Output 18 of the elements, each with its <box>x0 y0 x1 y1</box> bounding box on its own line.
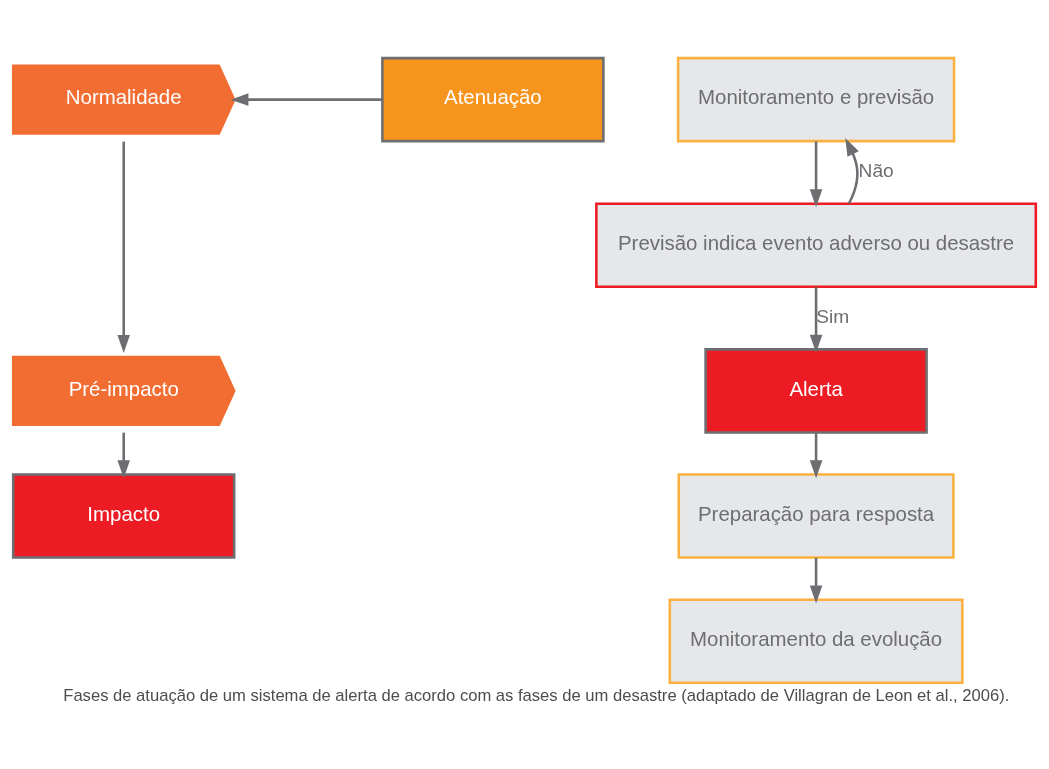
node-box: Atenuação <box>381 56 605 143</box>
caption: Fases de atuação de um sistema de alerta de acordo com as fases de um desastre (adaptado de Villagran de Leon et al., 2006). <box>63 686 1010 706</box>
arrow <box>117 432 130 479</box>
node-box: Impacto <box>11 473 236 559</box>
arrow <box>117 141 130 353</box>
arrow <box>230 93 383 106</box>
node-box: Alerta <box>704 348 928 434</box>
node-box: Previsão indica evento adverso ou desastre <box>595 202 1038 289</box>
edge-label: Não <box>858 159 894 181</box>
arrow <box>845 137 859 205</box>
arrow <box>809 287 823 353</box>
arrow <box>809 432 823 479</box>
node-box: Monitoramento e previsão <box>676 56 956 143</box>
node-box: Monitoramento da evolução <box>668 598 964 685</box>
node-box: Preparação para resposta <box>677 473 955 559</box>
arrow <box>809 557 823 604</box>
edge-label: Sim <box>816 305 850 327</box>
arrow <box>809 141 823 208</box>
